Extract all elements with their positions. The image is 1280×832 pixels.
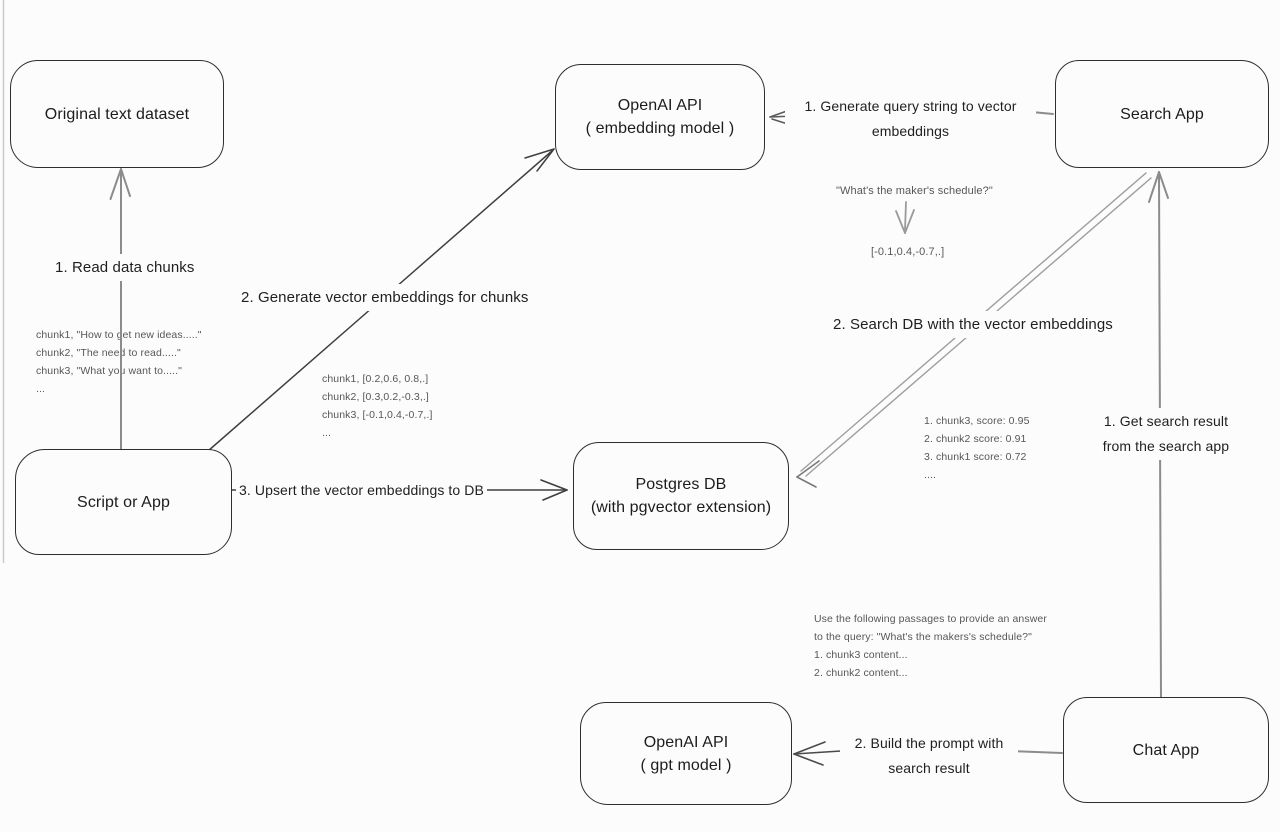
edge-label-generate-query-string: 1. Generate query string to vector embed… — [785, 93, 1036, 145]
annotation-line: chunk1, [0.2,0.6, 0.8,.] — [322, 373, 429, 385]
annotation-query-string: "What's the maker's schedule?" — [836, 185, 993, 197]
annotation-line: ... — [322, 427, 332, 439]
annotation-line: chunk3, [-0.1,0.4,-0.7,.] — [322, 409, 433, 421]
edge-label-build-prompt: 2. Build the prompt with search result — [840, 730, 1018, 782]
edge-label-line: from the search app — [1102, 438, 1230, 454]
annotation-line: Use the following passages to provide an… — [814, 613, 1047, 625]
annotation-line: 3. chunk1 score: 0.72 — [924, 451, 1027, 463]
edge-label-line: search result — [888, 760, 970, 776]
annotation-line: 1. chunk3 content... — [814, 649, 908, 661]
node-chat-app: Chat App — [1063, 697, 1269, 803]
annotation-chunk-texts: chunk1, "How to get new ideas....." chun… — [36, 326, 202, 398]
node-openai-embedding-api: OpenAI API ( embedding model ) — [555, 64, 765, 170]
annotation-line: chunk2, "The need to read....." — [36, 347, 181, 359]
build-prompt-arrow — [793, 741, 1063, 766]
node-label: Postgres DB — [635, 476, 727, 493]
edge-label-search-db: 2. Search DB with the vector embeddings — [830, 311, 1116, 338]
annotation-line: .... — [924, 469, 937, 481]
edge-label-read-data-chunks: 1. Read data chunks — [52, 254, 198, 281]
node-label: Original text dataset — [44, 105, 190, 123]
annotation-line: ... — [36, 383, 46, 395]
annotation-prompt-preview: Use the following passages to provide an… — [814, 610, 1047, 682]
edge-label-get-search-result: 1. Get search result from the search app — [1083, 408, 1249, 460]
annotation-line: 2. chunk2 score: 0.91 — [924, 433, 1027, 445]
annotation-line: 1. chunk3, score: 0.95 — [924, 415, 1030, 427]
edge-label-line: 1. Generate query string to vector — [804, 98, 1017, 114]
edge-label-line: 1. Get search result — [1103, 413, 1229, 429]
annotation-query-vector: [-0.1,0.4,-0.7,.] — [871, 246, 945, 258]
edge-label-line: embeddings — [871, 123, 950, 139]
node-script-or-app: Script or App — [15, 449, 232, 555]
annotation-chunk-vectors: chunk1, [0.2,0.6, 0.8,.] chunk2, [0.3,0.… — [322, 370, 432, 442]
node-label: Script or App — [77, 493, 170, 511]
node-label: Search App — [1120, 105, 1204, 123]
node-label: ( embedding model ) — [585, 120, 735, 137]
node-label: OpenAI API — [643, 733, 729, 751]
annotation-line: chunk3, "What you want to....." — [36, 365, 182, 377]
node-search-app: Search App — [1055, 60, 1269, 168]
annotation-line: to the query: "What's the makers's sched… — [814, 631, 1032, 643]
node-label: Chat App — [1132, 741, 1200, 759]
query-vector-arrow — [895, 201, 915, 234]
read-chunks-arrow — [109, 168, 131, 453]
node-original-text-dataset: Original text dataset — [10, 60, 224, 168]
node-postgres-db: Postgres DB (with pgvector extension) — [573, 442, 789, 550]
annotation-line: chunk2, [0.3,0.2,-0.3,.] — [322, 391, 429, 403]
edge-label-generate-vector-embeddings: 2. Generate vector embeddings for chunks — [238, 284, 532, 311]
edge-label-upsert-embeddings: 3. Upsert the vector embeddings to DB — [236, 477, 487, 504]
node-openai-gpt-api: OpenAI API ( gpt model ) — [580, 702, 792, 805]
annotation-line: 2. chunk2 content... — [814, 667, 908, 679]
node-label: (with pgvector extension) — [590, 499, 772, 516]
node-label: ( gpt model ) — [640, 756, 732, 774]
edge-label-line: 2. Build the prompt with — [854, 735, 1004, 751]
annotation-line: chunk1, "How to get new ideas....." — [36, 329, 202, 341]
node-label: OpenAI API — [617, 97, 703, 114]
annotation-search-scores: 1. chunk3, score: 0.95 2. chunk2 score: … — [924, 412, 1030, 484]
